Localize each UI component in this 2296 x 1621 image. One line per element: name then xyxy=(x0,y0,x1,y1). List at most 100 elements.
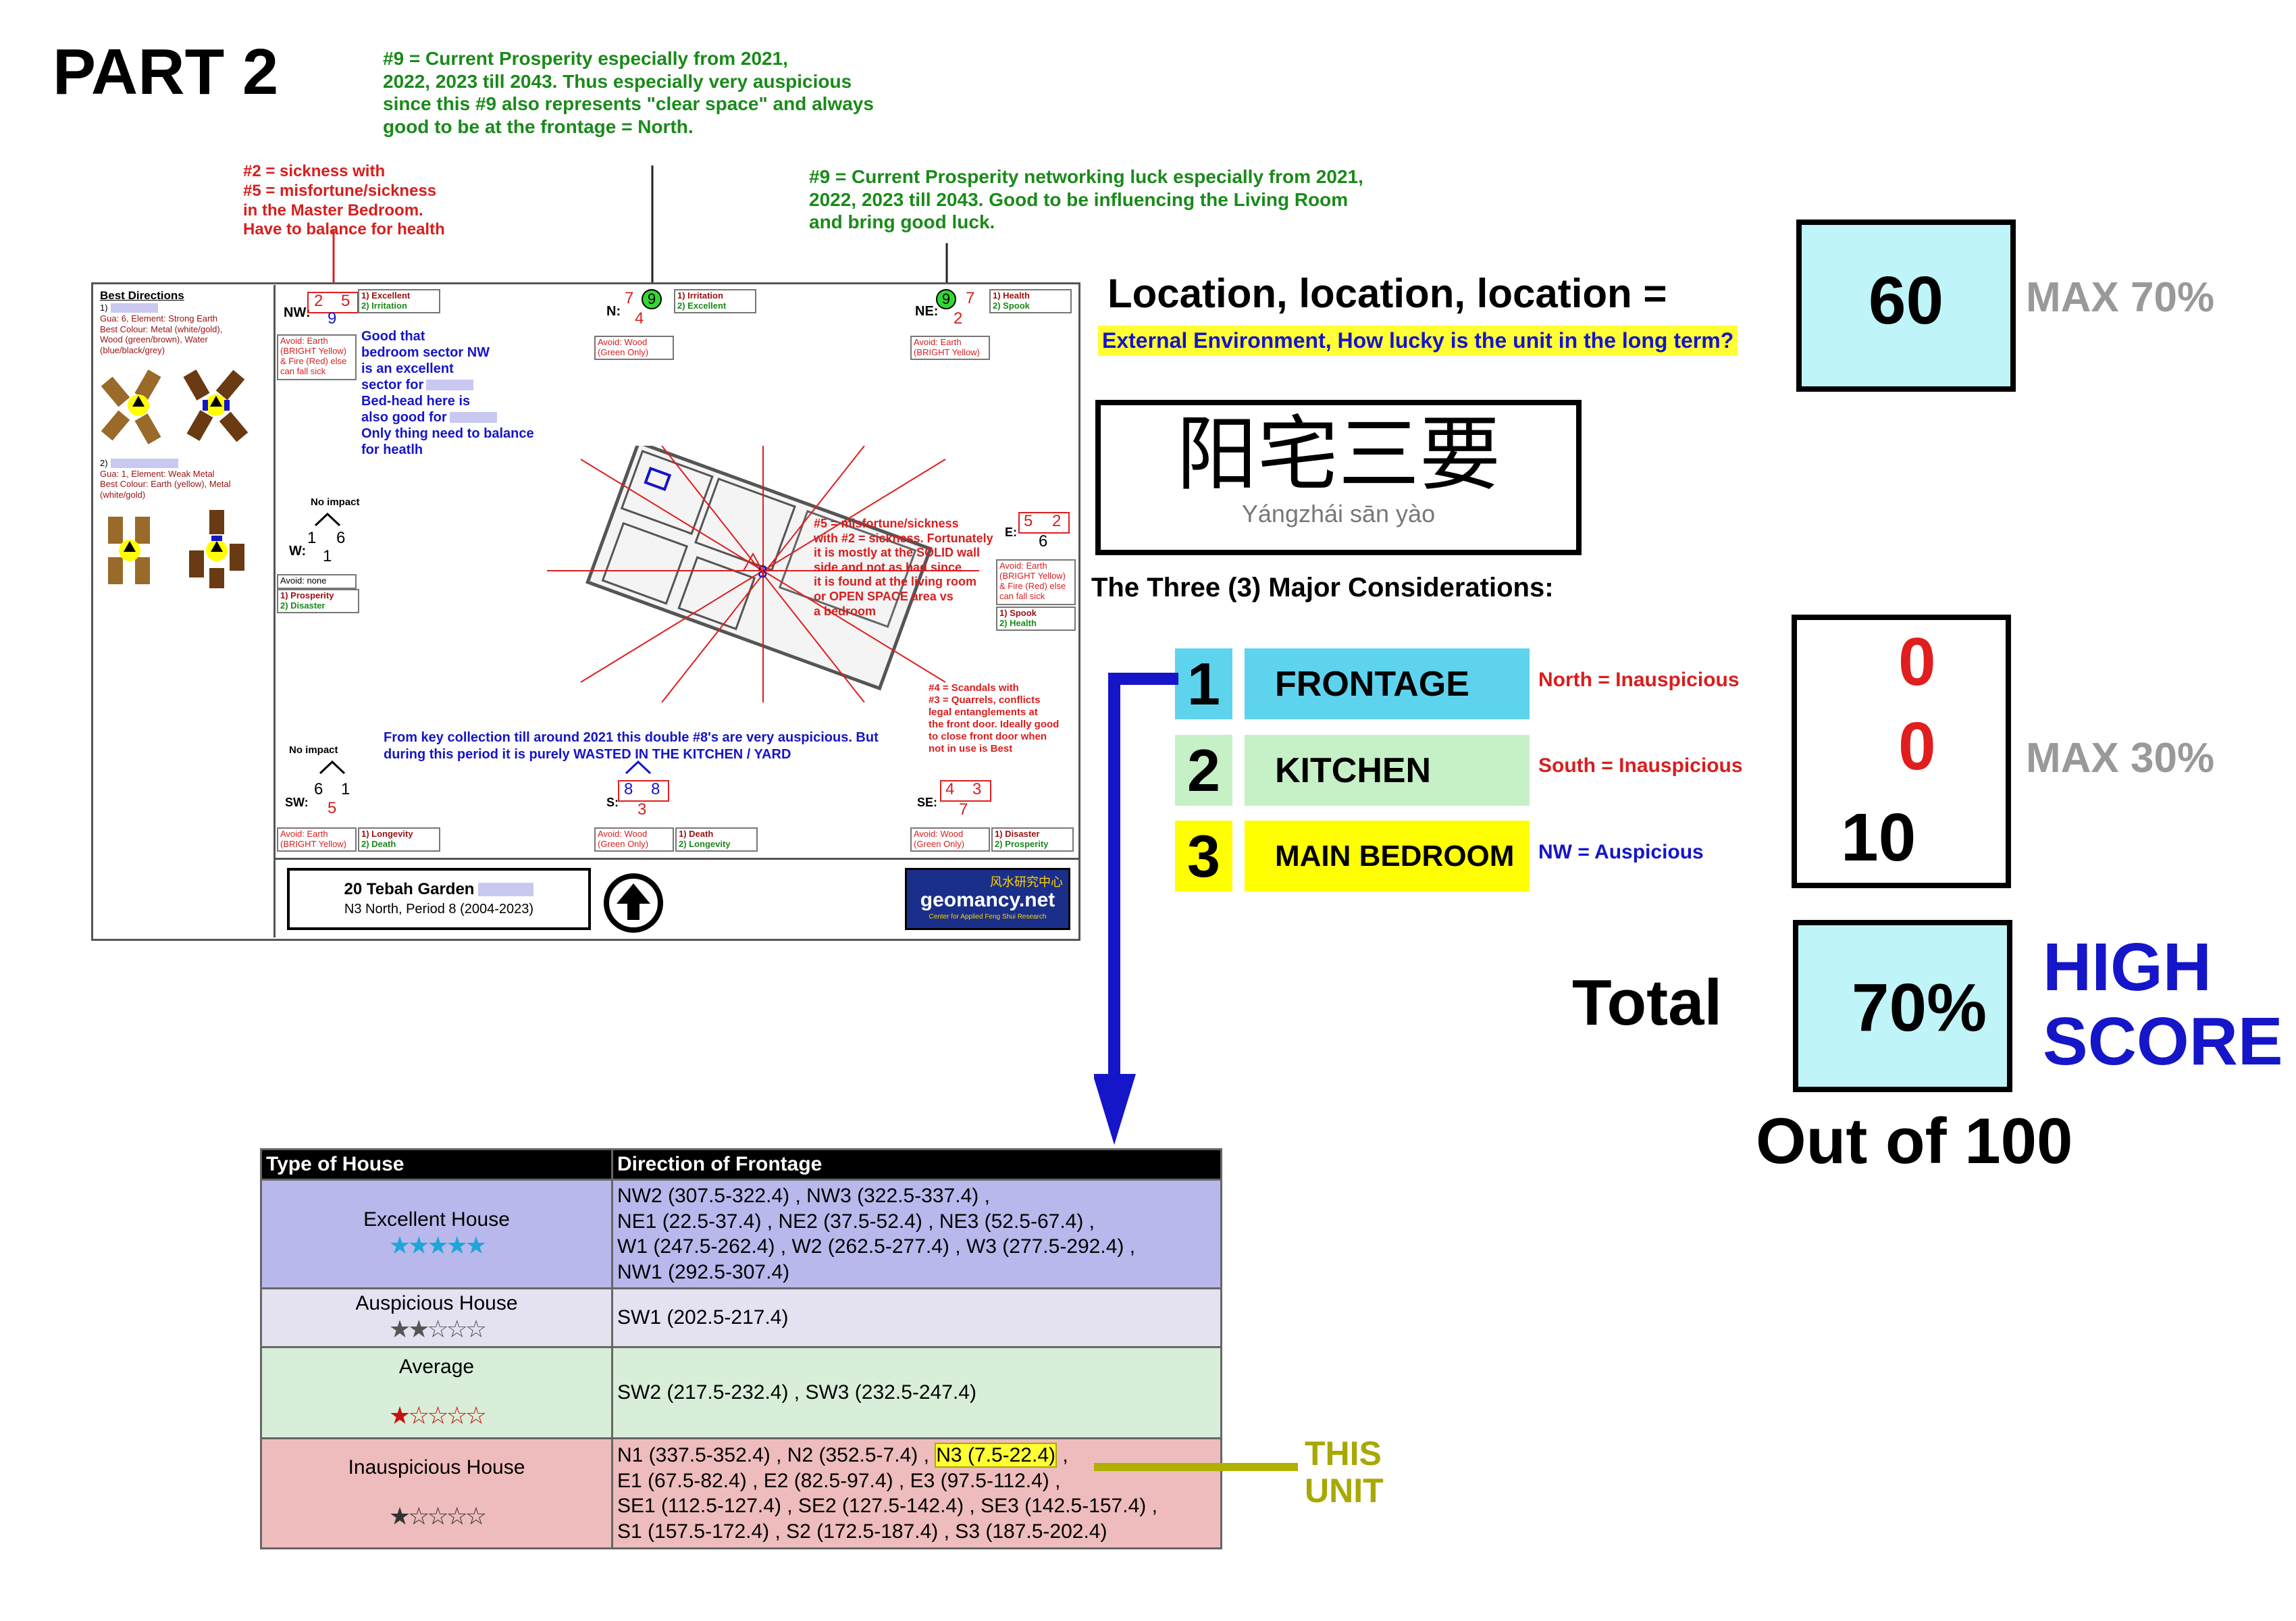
nw-sickness-note: #2 = sickness with #5 = misfortune/sickn… xyxy=(243,162,445,240)
ne-sector-box: 1) Health 2) Spook xyxy=(989,289,1072,313)
sw-sector-1: 1) Longevity xyxy=(361,829,413,839)
direction-line: NE1 (22.5-37.4) , NE2 (37.5-52.4) , NE3 … xyxy=(617,1210,1095,1233)
note-line: not in use is Best xyxy=(929,743,1013,754)
nw-avoid-line: Avoid: Earth xyxy=(280,336,328,346)
north-prosperity-note: #9 = Current Prosperity especially from … xyxy=(383,47,874,138)
note-line: in the Master Bedroom. xyxy=(243,201,423,220)
note-line: with #2 = sickness. Fortunately xyxy=(814,531,993,545)
note-line: 2022, 2023 till 2043. Good to be influen… xyxy=(809,188,1349,210)
ne-label: NE: xyxy=(915,304,939,319)
note-line: is an excellent xyxy=(361,361,454,376)
sw-no-impact: No impact xyxy=(289,744,338,756)
note-line: since this #9 also represents "clear spa… xyxy=(383,93,874,115)
note-line: bedroom sector NW xyxy=(361,345,490,360)
note-line: and bring good luck. xyxy=(809,211,995,233)
total-label: Total xyxy=(1572,967,1723,1039)
n-sector-2: 2) Excellent xyxy=(677,300,727,311)
three-considerations-title: The Three (3) Major Considerations: xyxy=(1091,573,1554,602)
direction-line: E1 (67.5-82.4) , E2 (82.5-97.4) , E3 (97… xyxy=(617,1469,1061,1492)
s-avoid-box: Avoid: Wood (Green Only) xyxy=(594,827,674,852)
direction-line: NW1 (292.5-307.4) xyxy=(617,1260,790,1283)
s-star-a: 8 xyxy=(624,780,633,798)
nw-avoid-line: & Fire (Red) else xyxy=(280,355,347,366)
consideration-1-label: FRONTAGE xyxy=(1245,648,1530,719)
consideration-2-label: KITCHEN xyxy=(1245,735,1530,806)
ne-avoid-line: (BRIGHT Yellow) xyxy=(914,346,981,357)
se-sector-1: 1) Disaster xyxy=(995,829,1040,839)
house-type: Average xyxy=(398,1356,475,1378)
logo-chinese: 风水研究中心 xyxy=(990,875,1063,889)
ne-star-b: 7 xyxy=(966,289,975,307)
s-sector-1: 1) Death xyxy=(679,829,714,839)
geomancy-logo: 风水研究中心 geomancy.net Center for Applied F… xyxy=(905,868,1070,930)
sw-star-c: 5 xyxy=(328,799,337,817)
n-sector-box: 1) Irritation 2) Excellent xyxy=(674,289,756,313)
nw-avoid-line: can fall sick xyxy=(280,365,326,376)
note-line: to close front door when xyxy=(929,731,1047,742)
n-avoid-box: Avoid: Wood (Green Only) xyxy=(594,336,674,360)
chart-left-column xyxy=(95,285,276,937)
logo-sub: Center for Applied Feng Shui Research xyxy=(929,913,1047,921)
kitchen-score: 0 xyxy=(1898,709,1936,784)
direction-line: SW2 (217.5-232.4) , SW3 (232.5-247.4) xyxy=(617,1381,976,1404)
bd1-gua: Gua: 6, Element: Strong Earth xyxy=(100,313,218,324)
n-label: N: xyxy=(606,304,621,319)
bd2-gua: Gua: 1, Element: Weak Metal xyxy=(100,468,215,479)
chinese-pinyin: Yángzhái sān yào xyxy=(1241,500,1436,528)
w-chevron-icon xyxy=(314,512,341,527)
direction-header: Direction of Frontage xyxy=(611,1148,1222,1181)
sw-avoid-line: (BRIGHT Yellow) xyxy=(280,838,347,849)
house-type-cell: Excellent House ★★★★★ xyxy=(260,1179,613,1289)
best-directions-title: Best Directions xyxy=(100,289,184,302)
name-redaction xyxy=(478,883,534,896)
note-line: #3 = Quarrels, conflicts xyxy=(929,694,1041,706)
ne-star-c: 2 xyxy=(954,309,963,328)
note-line: good to be at the frontage = North. xyxy=(383,115,694,137)
e-star-b: 2 xyxy=(1052,512,1062,530)
direction-compass-icon-1 xyxy=(101,369,249,444)
direction-text: , xyxy=(1057,1444,1068,1466)
se-avoid-box: Avoid: Wood (Green Only) xyxy=(910,827,990,852)
w-star-c: 1 xyxy=(323,547,332,565)
type-header: Type of House xyxy=(260,1148,613,1181)
sw-chevron-icon xyxy=(319,760,346,775)
location-heading: Location, location, location = xyxy=(1107,271,1667,316)
house-type-cell: Inauspicious House ★☆☆☆☆ xyxy=(260,1437,613,1549)
s-star-box xyxy=(618,780,669,802)
nw-star-a: 2 xyxy=(314,292,323,310)
frontage-score: 0 xyxy=(1898,624,1936,700)
page-title: PART 2 xyxy=(53,36,279,108)
se-star-b: 3 xyxy=(972,780,982,798)
note-line: #2 = sickness with xyxy=(243,162,386,180)
w-no-impact: No impact xyxy=(311,496,360,508)
address-title: 20 Tebah Garden xyxy=(344,880,475,898)
e-star-c: 6 xyxy=(1039,532,1048,550)
table-row: Excellent House ★★★★★ NW2 (307.5-322.4) … xyxy=(260,1179,1222,1289)
chinese-title-box: 阳宅三要 Yángzhái sān yào xyxy=(1095,400,1582,555)
location-score: 60 xyxy=(1868,263,1944,338)
note-line: From key collection till around 2021 thi… xyxy=(384,730,879,745)
ne-star-a-circle: 9 xyxy=(936,289,956,309)
location-max: MAX 70% xyxy=(2026,274,2215,321)
se-sector-2: 2) Prosperity xyxy=(995,838,1049,849)
bedroom-score: 10 xyxy=(1841,800,1916,875)
note-line: Only thing need to balance xyxy=(361,426,534,441)
consideration-2-number: 2 xyxy=(1175,735,1232,806)
e-avoid-line: can fall sick xyxy=(999,590,1045,601)
nw-sector-2: 2) Irritation xyxy=(361,300,407,311)
house-type: Auspicious House xyxy=(355,1292,518,1314)
s-star-c: 3 xyxy=(637,800,647,819)
n-star-a: 7 xyxy=(625,289,634,307)
e-label: E: xyxy=(1005,525,1017,539)
sw-sector-2: 2) Death xyxy=(361,838,396,849)
address-box: 20 Tebah Garden N3 North, Period 8 (2004… xyxy=(287,868,591,930)
note-line: sector for xyxy=(361,378,424,392)
note-line: side and not as bad since xyxy=(814,560,962,574)
bd1-index: 1) xyxy=(100,303,108,313)
consideration-3-note: NW = Auspicious xyxy=(1538,841,1704,863)
nw-avoid-box: Avoid: Earth (BRIGHT Yellow) & Fire (Red… xyxy=(277,334,357,380)
e-avoid-box: Avoid: Earth (BRIGHT Yellow) & Fire (Red… xyxy=(996,559,1076,605)
direction-line: N1 (337.5-352.4) , N2 (352.5-7.4) , N3 (… xyxy=(617,1443,1216,1468)
star-rating: ★☆☆☆☆ xyxy=(388,1401,487,1429)
direction-line: W1 (247.5-262.4) , W2 (262.5-277.4) , W3… xyxy=(617,1235,1136,1258)
